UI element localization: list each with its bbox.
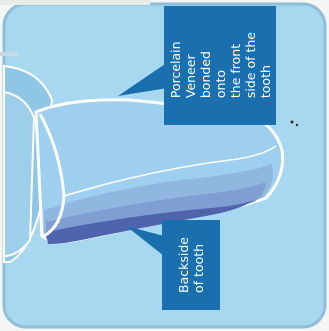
speck bbox=[296, 124, 298, 126]
backside-callout: Backside of tooth bbox=[162, 220, 220, 310]
header-rule bbox=[0, 52, 18, 56]
header-strip bbox=[0, 0, 150, 5]
inner-tissue bbox=[4, 92, 34, 256]
speck bbox=[201, 211, 203, 213]
veneer-callout-text: Porcelain Veneer bonded onto the front s… bbox=[168, 32, 273, 98]
backside-callout-text: Backside of tooth bbox=[176, 237, 206, 293]
speck bbox=[291, 121, 294, 124]
veneer-callout: Porcelain Veneer bonded onto the front s… bbox=[164, 6, 276, 125]
